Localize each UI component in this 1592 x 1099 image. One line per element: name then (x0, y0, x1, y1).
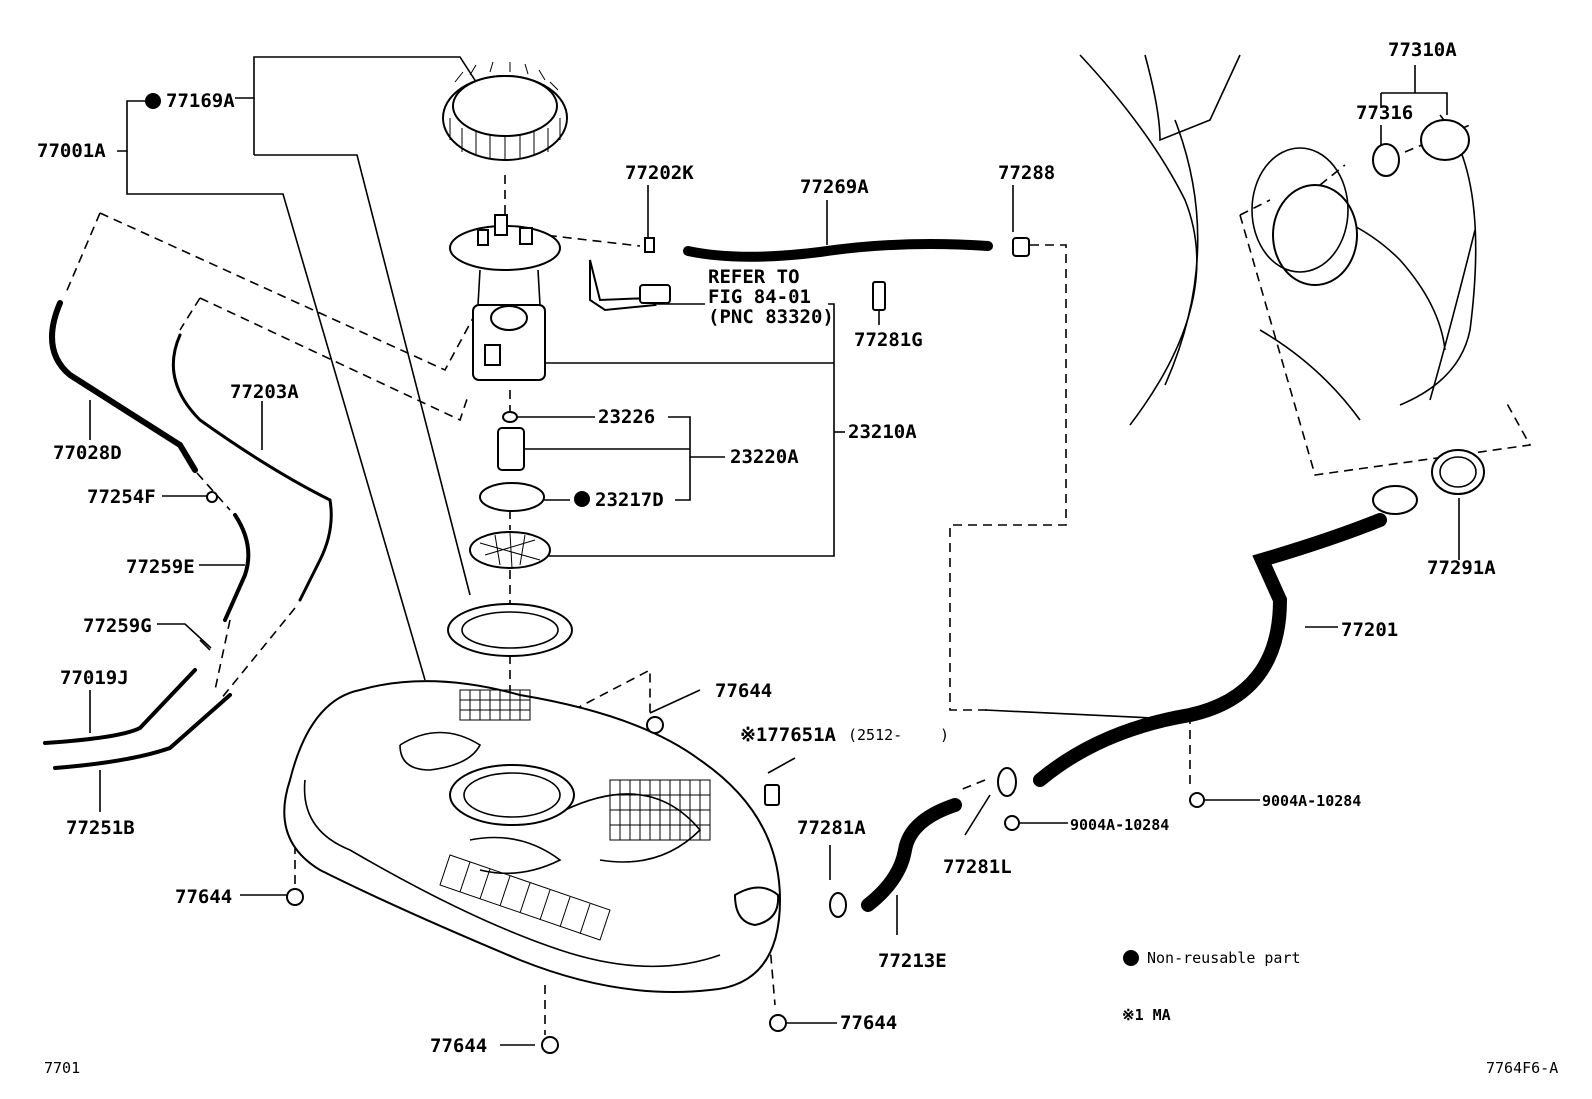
non-reusable-marker (574, 491, 590, 507)
pump-body (472, 269, 546, 381)
label-23217D: 23217D (595, 489, 664, 511)
footer: 7701 7764F6-A (44, 1059, 1558, 1077)
non-reusable-marker (1123, 950, 1139, 966)
label-77651A: ※177651A (740, 724, 837, 746)
label-77281A: 77281A (797, 817, 866, 839)
fuel-filter-23217D (479, 482, 545, 512)
footer-left-code: 7701 (44, 1059, 80, 1077)
label-77201: 77201 (1341, 619, 1398, 641)
label-77316: 77316 (1356, 102, 1413, 124)
label-77001A: 77001A (37, 140, 106, 162)
label-9004A-10284-a: 9004A-10284 (1262, 792, 1361, 810)
retaining-ring (442, 61, 568, 161)
part-labels: 77169A 77001A 77202K 77269A 77288 77310A… (37, 39, 1496, 1057)
fuel-tank (283, 680, 782, 993)
label-77251B: 77251B (66, 817, 135, 839)
filler-pipe (764, 119, 1485, 918)
label-77651A-close: ) (940, 726, 949, 744)
label-77310A: 77310A (1388, 39, 1457, 61)
legend-note-1: ※1 MA (1122, 1006, 1171, 1024)
non-reusable-marker (145, 93, 161, 109)
label-pnc-83320: (PNC 83320) (708, 306, 834, 328)
label-77019J: 77019J (60, 667, 129, 689)
o-ring-23226 (502, 411, 518, 423)
sender-gauge (589, 259, 671, 312)
filler-cap-77310A (1420, 119, 1470, 161)
suction-filter (469, 531, 551, 569)
label-77028D: 77028D (53, 442, 122, 464)
pump-assembly (442, 61, 671, 657)
fuel-pump-23220A (497, 427, 525, 471)
dashed-guides (64, 124, 1532, 1035)
label-23226: 23226 (598, 406, 655, 428)
label-77644-top: 77644 (715, 680, 772, 702)
label-23220A: 23220A (730, 446, 799, 468)
tank-hatch-pads (439, 689, 711, 941)
label-9004A-10284-b: 9004A-10284 (1070, 816, 1169, 834)
label-fig-84-01: FIG 84-01 (708, 286, 811, 308)
label-77213E: 77213E (878, 950, 947, 972)
left-hoses (43, 300, 333, 770)
label-77169A: 77169A (166, 90, 235, 112)
label-77259E: 77259E (126, 556, 195, 578)
label-77259G: 77259G (83, 615, 152, 637)
top-hoses (644, 237, 1030, 311)
footer-right-code: 7764F6-A (1486, 1059, 1558, 1077)
legend: Non-reusable part ※1 MA (1122, 949, 1301, 1024)
label-23210A: 23210A (848, 421, 917, 443)
label-refer-to: REFER TO (708, 266, 800, 288)
label-77269A: 77269A (800, 176, 869, 198)
label-77644-bottom: 77644 (430, 1035, 487, 1057)
vehicle-body-outline (1079, 54, 1477, 426)
label-77291A: 77291A (1427, 557, 1496, 579)
label-77202K: 77202K (625, 162, 694, 184)
label-77651A-code: (2512- (848, 726, 902, 744)
label-77644-bottom-right: 77644 (840, 1012, 897, 1034)
label-77281L: 77281L (943, 856, 1012, 878)
label-77281G: 77281G (854, 329, 923, 351)
bolts (286, 716, 1205, 1054)
label-77644-left: 77644 (175, 886, 232, 908)
label-77254F: 77254F (87, 486, 156, 508)
cap-gasket-77316 (1372, 143, 1400, 177)
pump-top (449, 214, 561, 271)
legend-non-reusable: Non-reusable part (1147, 949, 1301, 967)
label-77288: 77288 (998, 162, 1055, 184)
label-77203A: 77203A (230, 381, 299, 403)
